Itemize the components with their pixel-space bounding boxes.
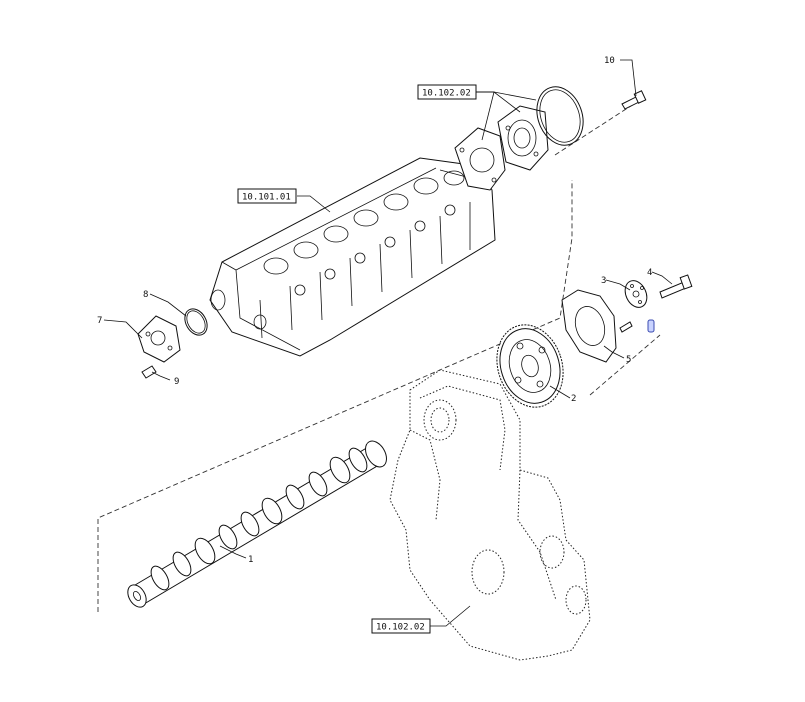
cylinder-head xyxy=(209,157,496,357)
cam-gear xyxy=(496,324,564,408)
callout-7: 7 xyxy=(97,316,102,326)
pump-bolt xyxy=(621,90,647,110)
ref-text-cover: 10.102.02 xyxy=(376,623,425,633)
ref-box-cover[interactable]: 10.102.02 xyxy=(371,618,431,634)
ref-box-pump[interactable]: 10.102.02 xyxy=(417,84,477,100)
ref-text-pump: 10.102.02 xyxy=(422,89,471,99)
pump-assembly xyxy=(454,86,584,191)
callout-10: 10 xyxy=(604,56,615,66)
ref-text-head: 10.101.01 xyxy=(242,193,291,203)
camshaft xyxy=(127,440,387,608)
cam-lobes xyxy=(150,447,368,591)
hub-bolt xyxy=(659,274,693,299)
timing-housing xyxy=(389,369,591,661)
callout-9: 9 xyxy=(174,377,179,387)
callout-8: 8 xyxy=(143,290,148,300)
ref-box-head[interactable]: 10.101.01 xyxy=(237,188,297,204)
highlight-marker xyxy=(647,319,655,333)
leader-lines xyxy=(103,59,673,627)
small-screw xyxy=(619,321,633,333)
callout-4: 4 xyxy=(647,268,652,278)
head-cam-towers xyxy=(210,170,471,339)
callout-1: 1 xyxy=(248,555,253,565)
thrust-plate xyxy=(561,289,617,363)
callout-5: 5 xyxy=(626,355,631,365)
callout-2: 2 xyxy=(571,394,576,404)
cover-plate-group xyxy=(137,308,208,379)
assembly-guide-lines xyxy=(97,99,661,612)
hub-plate xyxy=(624,280,648,308)
callout-3: 3 xyxy=(601,276,606,286)
